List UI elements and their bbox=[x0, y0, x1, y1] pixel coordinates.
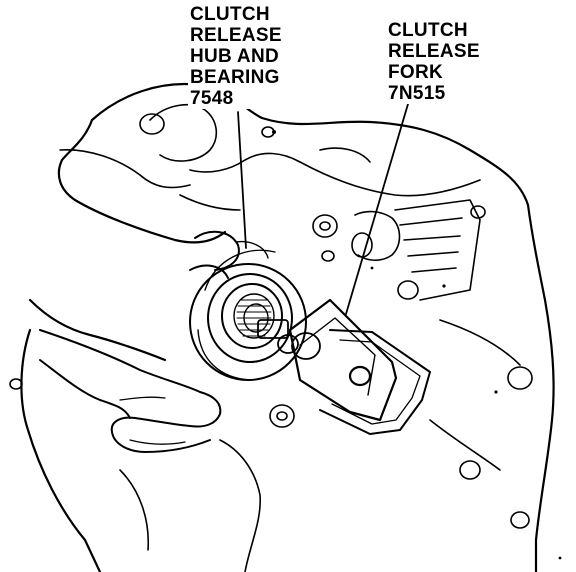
callout-fork-line-3: FORK bbox=[388, 62, 444, 83]
upper-case-details bbox=[59, 104, 481, 211]
callout-fork-line-1: CLUTCH bbox=[388, 20, 468, 41]
callout-hub-line-2: RELEASE bbox=[190, 25, 282, 46]
left-case-bosses bbox=[9, 214, 338, 572]
callout-hub-part-number: 7548 bbox=[190, 88, 234, 109]
right-case-ribs bbox=[351, 199, 533, 529]
fingers-upper bbox=[189, 230, 269, 279]
callout-clutch-release-fork: CLUTCH RELEASE FORK 7N515 bbox=[386, 20, 482, 104]
hub-leader-line bbox=[237, 111, 247, 249]
release-bearing-hub bbox=[189, 249, 307, 381]
leader-lines bbox=[237, 103, 409, 315]
callout-hub-line-1: CLUTCH bbox=[190, 4, 270, 25]
fork-leader-line bbox=[345, 103, 409, 315]
callout-clutch-release-hub-and-bearing: CLUTCH RELEASE HUB AND BEARING 7548 bbox=[188, 4, 284, 109]
speckle-marks bbox=[272, 130, 562, 560]
fork-opening bbox=[319, 329, 431, 435]
callout-hub-line-3: HUB AND bbox=[190, 46, 280, 67]
input-shaft bbox=[257, 319, 321, 360]
callout-hub-line-4: BEARING bbox=[190, 67, 280, 88]
callout-fork-line-2: RELEASE bbox=[388, 41, 480, 62]
release-fork bbox=[288, 298, 398, 422]
hand-holding-hub bbox=[39, 329, 222, 453]
callout-fork-part-number: 7N515 bbox=[388, 83, 446, 104]
